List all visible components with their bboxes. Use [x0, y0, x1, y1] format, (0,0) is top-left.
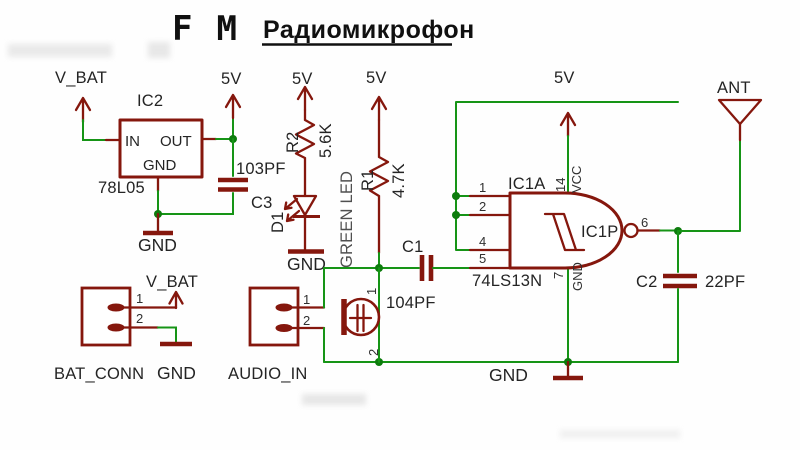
feedback-wire	[455, 101, 679, 251]
label-gnd-battery: GND	[157, 363, 196, 383]
5v-arrow-icon	[296, 85, 314, 112]
ic1-pin7: 7	[551, 272, 566, 279]
regulator-pin-gnd: GND	[143, 157, 177, 174]
label-ant: ANT	[717, 79, 751, 97]
page-title: Радиомикрофон	[263, 16, 475, 44]
ic1-pin5: 5	[479, 251, 486, 266]
ic1-pin6: 6	[641, 215, 648, 230]
smudge	[560, 430, 680, 438]
bat-conn-body	[80, 286, 132, 347]
r2-ref: R2	[284, 132, 302, 154]
c2-ref: C2	[636, 273, 658, 291]
nand-gate-body	[508, 191, 624, 270]
connector-pad	[107, 323, 125, 332]
inverter-bubble	[623, 222, 639, 239]
audio-net: C1 104PF	[323, 238, 512, 312]
vbat-arrow-icon	[168, 290, 184, 310]
r1-value: 4.7K	[390, 163, 408, 198]
regulator-pin-out: OUT	[160, 133, 192, 150]
ic1-power-ref: IC1P	[581, 223, 618, 241]
ic1-pin4: 4	[479, 234, 486, 249]
mic-polarity-mark	[348, 303, 373, 333]
ground-rail: GND	[323, 358, 679, 385]
label-gnd-main: GND	[489, 365, 528, 385]
scan-artifacts	[8, 42, 680, 438]
wire	[157, 326, 177, 343]
ic1-vcc-label: VCC	[569, 166, 584, 193]
label-5v-ic: 5V	[554, 69, 575, 87]
bat-pin2: 2	[136, 311, 143, 326]
label-vbat-top: V_BAT	[55, 69, 107, 87]
r1-ref: R1	[359, 170, 377, 192]
wire	[157, 192, 234, 215]
resistor-r2	[294, 108, 316, 198]
regulator-part: 78L05	[98, 179, 145, 197]
antenna-icon	[717, 98, 763, 126]
bat-conn-ref: BAT_CONN	[54, 365, 144, 383]
ic1-pin2: 2	[479, 199, 486, 214]
wire	[677, 139, 741, 232]
ic1-section: 5V IC1A 14 VCC 1 2 4 5 74LS13N 7 GND IC1…	[452, 69, 682, 363]
smudge	[302, 394, 366, 405]
audio-input: 1 2 AUDIO_IN 1 2	[228, 267, 381, 383]
schmitt-hysteresis-icon	[543, 212, 586, 252]
label-gnd-led: GND	[287, 254, 326, 274]
ic1-part: 74LS13N	[472, 272, 542, 290]
led-branch: 5V R2 5.6K D1 GND GREEN LED	[269, 70, 356, 274]
label-5v-regulator: 5V	[221, 70, 242, 88]
connector-pad	[275, 324, 293, 332]
connector-pad	[275, 303, 293, 312]
label-vbat-bottom: V_BAT	[146, 273, 198, 291]
junction-dot	[452, 192, 460, 200]
5v-arrow-icon	[224, 93, 242, 120]
d1-ref: D1	[269, 212, 287, 234]
vbat-arrow-icon	[74, 96, 92, 124]
regulator-pin-in: IN	[125, 133, 140, 150]
smudge	[8, 44, 112, 57]
ic1-gnd-label: GND	[570, 262, 585, 291]
ic1-pin14: 14	[553, 178, 568, 192]
regulator-ref: IC2	[137, 92, 163, 110]
audio-in-body	[248, 286, 300, 347]
battery-connector: 1 2 V_BAT BAT_CONN GND	[54, 273, 198, 383]
mic-pin2: 2	[366, 349, 381, 356]
title-prefix: FM	[172, 9, 261, 49]
5v-arrow-icon	[559, 111, 577, 138]
bat-pin1: 1	[136, 291, 143, 306]
pin-stub	[468, 194, 512, 217]
regulator-body	[118, 118, 204, 179]
c3-ref: C3	[251, 194, 273, 212]
c2-value: 22PF	[705, 273, 745, 291]
junction-dot	[452, 211, 460, 219]
r1-branch: 5V R1 4.7K	[359, 69, 408, 269]
wire	[215, 117, 234, 140]
green-led-note: GREEN LED	[338, 171, 356, 268]
smudge	[148, 42, 170, 58]
connector-pad	[107, 303, 125, 312]
led-emission-arrows-icon	[283, 197, 301, 223]
wire	[82, 119, 107, 141]
ic1-gate-ref: IC1A	[508, 175, 545, 193]
regulator-section: V_BAT IC2 IN OUT GND 78L05 5V 103PF C3 G…	[55, 69, 286, 255]
led-diode-icon	[292, 194, 318, 217]
mic-pin1: 1	[364, 288, 379, 295]
ic1-pin1: 1	[479, 180, 486, 195]
audio-pin2: 2	[303, 313, 310, 328]
c1-ref: C1	[402, 238, 424, 256]
label-gnd-regulator: GND	[138, 235, 177, 255]
c3-value: 103PF	[236, 160, 286, 178]
audio-in-ref: AUDIO_IN	[228, 365, 308, 383]
title-block: FM Радиомикрофон	[172, 9, 475, 49]
r2-value: 5.6K	[317, 123, 335, 158]
audio-pin1: 1	[303, 292, 310, 307]
label-5v-r1: 5V	[366, 69, 387, 87]
label-5v-led: 5V	[292, 70, 313, 88]
antenna-section: ANT C2 22PF	[636, 79, 763, 363]
5v-arrow-icon	[370, 95, 388, 122]
c1-value: 104PF	[386, 294, 436, 312]
resistor-r1	[368, 118, 390, 255]
